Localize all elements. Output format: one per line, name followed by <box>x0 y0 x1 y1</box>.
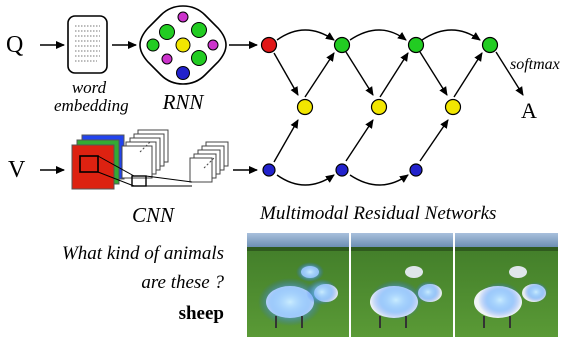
question-node-3 <box>481 36 499 54</box>
start-node <box>260 36 278 54</box>
attention-map-1 <box>247 233 349 337</box>
attention-maps <box>247 233 558 337</box>
attention-map-2 <box>351 233 453 337</box>
question-node-2 <box>407 36 425 54</box>
rnn-icon <box>139 5 227 85</box>
network-edges <box>273 29 524 186</box>
example-question-line2: are these ? <box>141 272 224 293</box>
image-node-1 <box>262 163 276 177</box>
word-embedding-label-line2: embedding <box>54 96 129 115</box>
attention-map-3 <box>455 233 558 337</box>
image-node-2 <box>335 163 349 177</box>
example-question-line1: What kind of animals <box>61 243 224 264</box>
cnn-input-image-icon <box>71 134 125 190</box>
mrn-title: Multimodal Residual Networks <box>260 203 497 224</box>
image-node-3 <box>409 163 423 177</box>
example-answer: sheep <box>178 303 224 324</box>
question-input-label: Q <box>6 32 24 58</box>
answer-output-label: A <box>521 98 537 123</box>
word-embedding-icon <box>67 15 108 74</box>
joint-node-2 <box>370 98 388 116</box>
cnn-label: CNN <box>131 203 175 227</box>
joint-node-1 <box>296 98 314 116</box>
question-node-1 <box>333 36 351 54</box>
network-nodes <box>260 36 499 177</box>
softmax-label: softmax <box>510 56 560 73</box>
rnn-label: RNN <box>162 90 204 114</box>
cnn-projection-lines <box>97 155 193 187</box>
word-embedding-label-line1: word <box>71 78 107 97</box>
visual-input-label: V <box>8 157 26 183</box>
cnn-feature-maps-icon <box>121 129 229 183</box>
joint-node-3 <box>444 98 462 116</box>
